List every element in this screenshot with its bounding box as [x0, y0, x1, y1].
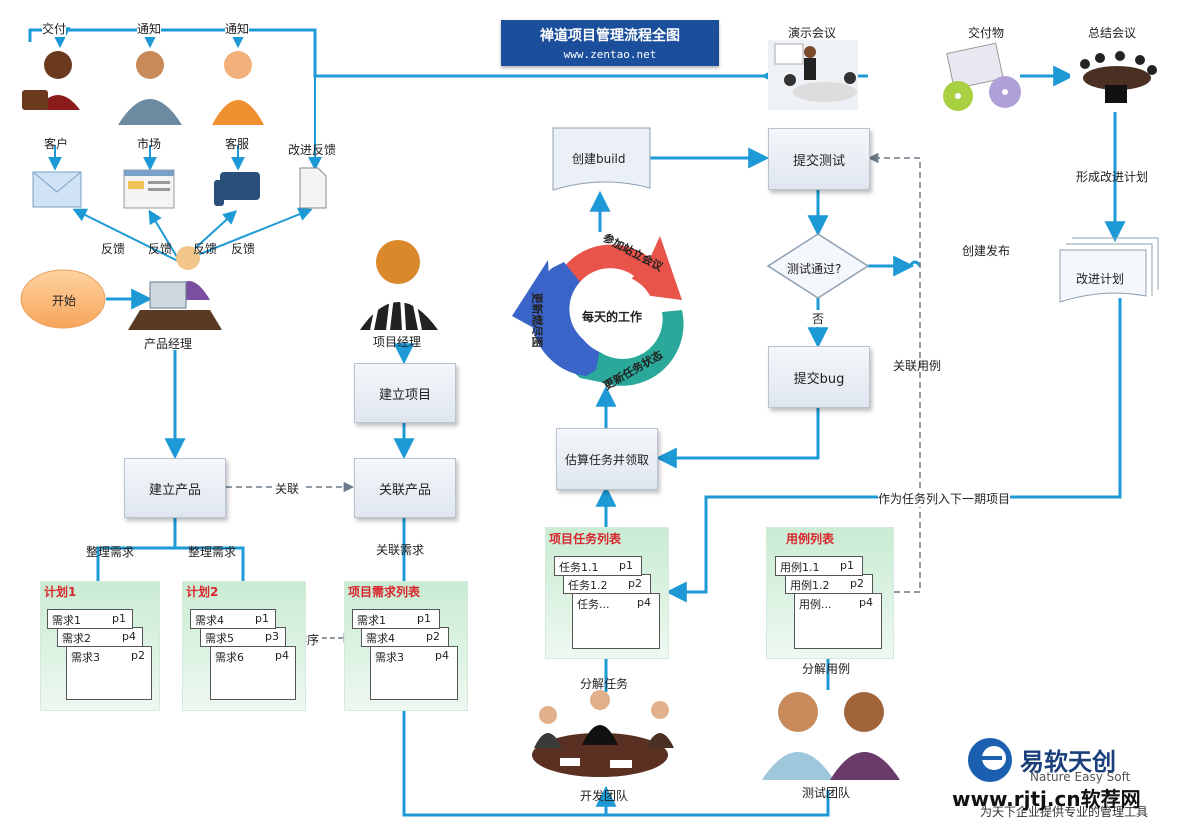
bottom-loop [402, 65, 1126, 817]
link-case-label: 关联用例 [893, 359, 942, 373]
link-product-box: 关联产品 [354, 458, 456, 518]
test-pass-diamond [766, 233, 870, 299]
link-req-label: 关联需求 [376, 543, 425, 557]
title-url: www.zentao.net [563, 48, 657, 61]
brand-slogan: 为天下企业提供专业的管理工具 [980, 805, 1149, 819]
product-manager-icon [128, 246, 222, 330]
cycle-burndown-label: 更新燃尽图 [530, 292, 544, 348]
test-team-icon [762, 692, 900, 780]
service-icon [212, 51, 264, 125]
deliverable-label: 交付物 [968, 26, 1005, 40]
plan-stack-front [1059, 249, 1147, 303]
dev-team-icon [532, 690, 674, 777]
no-label: 否 [812, 310, 825, 327]
create-release-label: 创建发布 [962, 244, 1011, 258]
service-label: 客服 [225, 137, 250, 151]
product-manager-label: 产品经理 [144, 337, 193, 351]
role-channel-lines [48, 76, 322, 263]
estimate-task-box: 估算任务并领取 [556, 428, 658, 490]
plan-stack-back [1072, 237, 1159, 290]
start-node [20, 269, 106, 329]
test-pass-label: 测试通过? [787, 262, 842, 276]
feedback-label-3: 反馈 [193, 242, 218, 256]
customer-icon [22, 51, 80, 110]
plan-stack-mid [1066, 243, 1153, 296]
plan2-title: 计划2 [186, 585, 219, 599]
make-plan-label: 形成改进计划 [1076, 170, 1149, 184]
phone-icon [214, 172, 260, 206]
start-label: 开始 [52, 294, 77, 308]
cases-doc-3: 用例...p4 [794, 593, 882, 649]
demo-meeting-icon [768, 40, 858, 110]
submit-test-box: 提交测试 [768, 128, 870, 190]
notify-label-2: 通知 [225, 20, 250, 37]
deliverable-disc-icon [943, 42, 1021, 111]
summary-meeting-icon [1070, 48, 1164, 108]
deliver-label: 交付 [42, 20, 67, 37]
plan1-title: 计划1 [44, 585, 77, 599]
project-task-title: 项目任务列表 [549, 532, 622, 546]
project-manager-label: 项目经理 [373, 335, 422, 349]
feedback-label-1: 反馈 [101, 242, 126, 256]
submit-bug-box: 提交bug [768, 346, 870, 408]
create-build-shape [552, 127, 651, 191]
sort-req-label-2: 整理需求 [188, 545, 237, 559]
line-hop [908, 260, 922, 267]
improve-plan-label: 改进计划 [1076, 272, 1125, 286]
create-build-label: 创建build [572, 152, 626, 166]
customer-label: 客户 [44, 137, 69, 151]
brand-logo-icon [968, 738, 1012, 782]
build-project-box: 建立项目 [354, 363, 456, 423]
link-edge-label: 关联 [272, 480, 303, 497]
split-task-label: 分解任务 [580, 677, 629, 691]
mail-icon [32, 171, 82, 208]
sort-req-label-1: 整理需求 [86, 545, 135, 559]
watermark-text: www.rjtj.cn软荐网 [952, 787, 1141, 811]
web-page-icon [123, 169, 175, 209]
next-project-label: 作为任务列入下一期项目 [878, 490, 1011, 507]
feedback-label-4: 反馈 [231, 242, 256, 256]
brand-name: 易软天创 [1020, 748, 1116, 776]
notify-label-1: 通知 [137, 20, 162, 37]
cases-title: 用例列表 [786, 532, 835, 546]
project-task-doc-3: 任务...p4 [572, 593, 660, 649]
market-icon [118, 51, 182, 125]
page-title: 禅道项目管理流程全图 www.zentao.net [501, 20, 719, 66]
title-text: 禅道项目管理流程全图 [540, 28, 680, 44]
improve-feedback-label: 改进反馈 [288, 143, 337, 157]
document-icon [299, 167, 327, 209]
summary-meeting-label: 总结会议 [1088, 26, 1137, 40]
market-label: 市场 [137, 137, 162, 151]
cycle-center-label: 每天的工作 [582, 310, 643, 324]
link-case-dashed [867, 152, 921, 593]
daily-cycle [512, 236, 684, 386]
feedback-label-2: 反馈 [148, 242, 173, 256]
demo-meeting-label: 演示会议 [788, 26, 837, 40]
split-case-label: 分解用例 [802, 662, 851, 676]
brand-sub: Nature Easy Soft [1030, 770, 1131, 784]
test-team-label: 测试团队 [802, 786, 851, 800]
build-product-box: 建立产品 [124, 458, 226, 518]
project-req-title: 项目需求列表 [348, 585, 421, 599]
project-manager-icon [360, 240, 438, 331]
dev-team-label: 开发团队 [580, 789, 629, 803]
